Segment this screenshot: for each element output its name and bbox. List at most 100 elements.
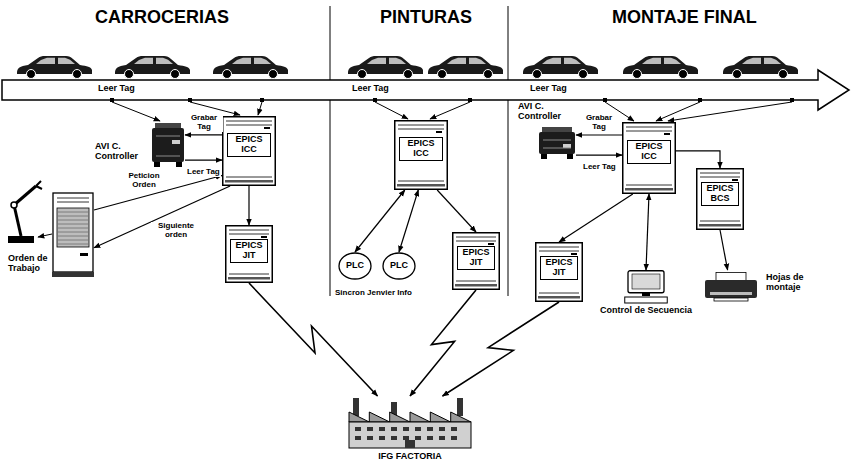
connector xyxy=(399,190,418,252)
server-box: EPICS JIT xyxy=(535,242,583,302)
factory-window xyxy=(367,427,373,431)
connector xyxy=(576,134,622,135)
tower-stripe xyxy=(58,244,88,245)
tower-stripe xyxy=(58,228,88,229)
tower-panel xyxy=(57,208,89,247)
server-bay xyxy=(626,185,672,186)
node-label: IFG FACTORIA xyxy=(345,452,475,462)
server-outline xyxy=(395,121,448,190)
plc-outline xyxy=(383,253,415,279)
connector xyxy=(185,134,222,135)
connector xyxy=(576,155,622,156)
tag-reader xyxy=(790,98,794,102)
factory-window xyxy=(403,427,409,431)
node-label: EPICS ICC xyxy=(627,140,671,164)
avi-foot xyxy=(154,162,160,167)
server-bay xyxy=(539,293,579,294)
factory-icon xyxy=(345,396,475,450)
server-bay xyxy=(229,230,269,231)
server-box: EPICS ICC xyxy=(394,120,448,190)
car xyxy=(428,56,503,79)
pc-icon xyxy=(624,270,668,304)
edge-label: Leer Tag xyxy=(582,163,617,172)
tower-bay xyxy=(57,198,89,199)
node-label: Orden de Trabajo xyxy=(8,254,52,274)
factory-window xyxy=(415,436,421,440)
avi-controller: AVI C. Controller xyxy=(518,102,576,162)
server-outline xyxy=(223,117,276,186)
server-box: EPICS JIT xyxy=(452,232,500,290)
factory-window xyxy=(391,436,397,440)
screen xyxy=(632,274,660,289)
monitor xyxy=(628,271,664,293)
connector xyxy=(437,190,476,232)
server-bay xyxy=(398,129,444,130)
server-box: EPICS JIT xyxy=(225,225,273,283)
avi-foot xyxy=(567,154,573,159)
node-label: EPICS JIT xyxy=(230,239,268,263)
node-label: PLC xyxy=(346,261,364,271)
avi-body xyxy=(152,128,184,162)
printer: Hojas de montaje xyxy=(704,270,822,304)
factory-window xyxy=(391,427,397,431)
link-bolt xyxy=(443,302,560,396)
tower-stripe xyxy=(58,236,88,237)
server-bay xyxy=(456,241,496,242)
avi-foot xyxy=(176,162,182,167)
factory-window xyxy=(439,427,445,431)
server-bay xyxy=(456,281,496,282)
monitor-stand xyxy=(642,293,650,296)
avi-icon xyxy=(538,126,576,160)
avi-panel-line xyxy=(156,156,180,157)
server-outline xyxy=(226,226,273,283)
factory-window xyxy=(355,436,361,440)
robot-link xyxy=(14,205,21,236)
plc-circle: PLC xyxy=(338,252,372,280)
server-led xyxy=(664,133,670,135)
tag-reader xyxy=(698,98,702,102)
server-base xyxy=(699,224,741,227)
server-bay xyxy=(456,237,496,238)
server-box: EPICS ICC xyxy=(222,116,276,186)
tower-stripe xyxy=(58,216,88,217)
server-bay xyxy=(700,221,740,222)
factory-window xyxy=(379,427,385,431)
server-led xyxy=(436,131,442,133)
printer-paper xyxy=(716,273,746,281)
tag-label: Leer Tag xyxy=(352,84,389,94)
chimney xyxy=(353,398,359,416)
tag-leader xyxy=(430,102,470,119)
tag-leader xyxy=(656,102,700,121)
order-to-robot-arrow xyxy=(38,234,52,237)
edge-label: Grabar Tag xyxy=(580,114,618,132)
factory-window xyxy=(427,427,433,431)
edge-label: Siguiente orden xyxy=(151,222,201,240)
tower-bay xyxy=(57,202,89,203)
server-base xyxy=(538,296,580,299)
server-bay xyxy=(229,234,269,235)
tower-stripe xyxy=(58,232,88,233)
connector xyxy=(676,151,720,168)
server-box: EPICS ICC xyxy=(622,122,676,194)
robot-arm xyxy=(8,181,42,243)
keyboard xyxy=(625,297,668,303)
server-base xyxy=(455,284,497,287)
node-label: EPICS JIT xyxy=(540,256,578,280)
avi-foot xyxy=(541,154,547,159)
order-server: Orden de Trabajo xyxy=(8,192,94,282)
avi-panel-line xyxy=(543,148,571,149)
tower-stripe xyxy=(58,240,88,241)
note-label: Sincron Jenvier Info xyxy=(335,289,412,298)
server-outline xyxy=(453,233,500,290)
tag-reader xyxy=(468,98,472,102)
tower-stripe xyxy=(58,212,88,213)
robot-base xyxy=(8,236,34,243)
avi-controller: AVI C. Controller xyxy=(95,122,185,174)
tag-reader xyxy=(603,98,607,102)
car xyxy=(115,56,190,79)
tag-leader xyxy=(375,102,408,119)
server-base xyxy=(225,180,273,183)
robot-gripper xyxy=(36,181,42,189)
tower-stripe xyxy=(58,224,88,225)
